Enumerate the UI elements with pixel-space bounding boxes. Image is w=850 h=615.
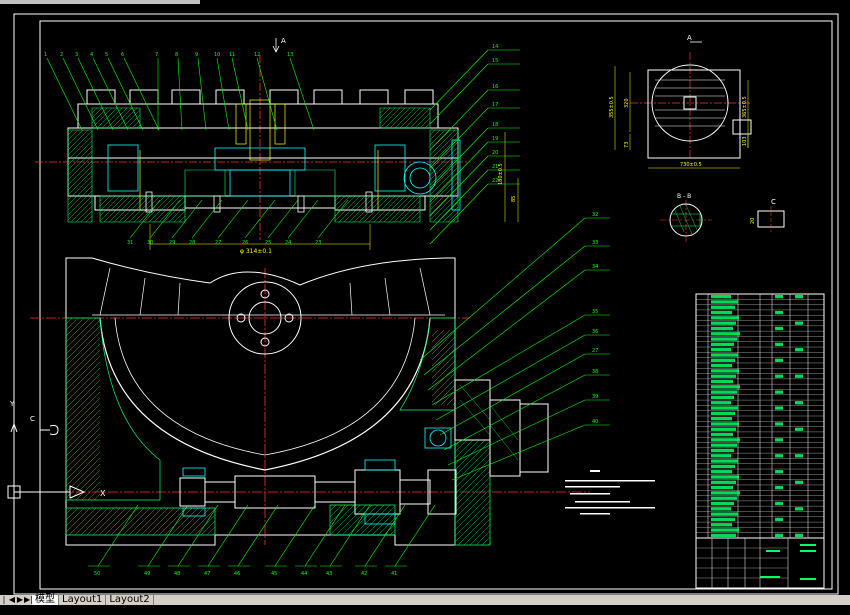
part-number-label: 29: [169, 240, 175, 246]
part-number-label: 39: [592, 394, 598, 400]
part-number-label: 50: [94, 571, 100, 577]
arrow-x-label: X: [100, 489, 106, 498]
last-tab-button[interactable]: ▶|: [24, 595, 33, 604]
part-number-label: 20: [492, 150, 498, 156]
axis-y-label: Y: [9, 400, 15, 408]
aux-dim-horz: 730±0.5: [680, 162, 702, 168]
top-section-view: [35, 38, 519, 250]
part-number-label: 31: [127, 240, 133, 246]
section-marker-aux: A: [687, 34, 692, 42]
part-number-label: 9: [195, 52, 198, 58]
part-number-label: 3: [75, 52, 78, 58]
aux-dim-3: 73: [624, 142, 630, 148]
section-marker-c: C: [771, 198, 776, 206]
part-number-label: 46: [234, 571, 240, 577]
part-number-label: 49: [144, 571, 150, 577]
drawing-frame-inner: [39, 20, 833, 590]
part-number-label: 33: [592, 240, 598, 246]
part-number-label: 35: [592, 309, 598, 315]
part-number-label: 13: [287, 52, 293, 58]
dimension-right-2: 85: [511, 196, 517, 202]
aux-view-a: [614, 41, 752, 169]
tab-layout1[interactable]: Layout1: [59, 595, 107, 605]
part-number-label: 36: [592, 329, 598, 335]
part-number-label: 4: [90, 52, 93, 58]
part-number-label: 42: [361, 571, 367, 577]
title-block: [695, 293, 825, 589]
part-number-label: 1: [44, 52, 47, 58]
part-number-label: 41: [391, 571, 397, 577]
part-number-label: 10: [214, 52, 220, 58]
part-leaders-bottom: 32 33 34 35 36 27 38 39 40 50 49 48 47 46 45 44 43 42 41: [88, 212, 610, 577]
bottom-main-view: [7, 257, 590, 546]
part-number-label: 34: [592, 264, 598, 270]
part-number-label: 25: [265, 240, 271, 246]
part-number-label: 27: [592, 348, 598, 354]
part-number-label: 5: [105, 52, 108, 58]
aux-dim-1: 355±0.5: [609, 96, 615, 118]
part-number-label: 28: [189, 240, 195, 246]
part-number-label: 8: [175, 52, 178, 58]
part-number-label: 23: [315, 240, 321, 246]
section-bb-view: [660, 200, 712, 242]
part-number-label: 22: [492, 178, 498, 184]
part-number-label: 18: [492, 122, 498, 128]
part-number-label: 38: [592, 369, 598, 375]
drawing-frame-outer: [13, 13, 839, 595]
part-number-label: 14: [492, 44, 498, 50]
aux-dim-5: 103: [742, 136, 748, 146]
part-number-label: 30: [147, 240, 153, 246]
part-number-label: 40: [592, 419, 598, 425]
part-number-label: 47: [204, 571, 210, 577]
first-tab-button[interactable]: |◀: [0, 595, 8, 614]
section-marker-a: A: [281, 37, 286, 45]
section-marker-bb: B - B: [677, 193, 691, 200]
part-number-label: 12: [254, 52, 260, 58]
tech-notes: [565, 470, 655, 515]
part-number-label: 6: [121, 52, 124, 58]
part-number-label: 26: [242, 240, 248, 246]
aux-dim-2: 320: [624, 98, 630, 108]
prev-tab-button[interactable]: ◀: [8, 595, 16, 604]
tab-layout2[interactable]: Layout2: [106, 595, 154, 605]
part-number-label: 2: [60, 52, 63, 58]
part-number-label: 32: [592, 212, 598, 218]
part-number-label: 17: [492, 102, 498, 108]
detail-c-view: [757, 206, 785, 232]
part-number-label: 27: [215, 240, 221, 246]
part-number-label: 21: [492, 164, 498, 170]
part-number-label: 11: [229, 52, 235, 58]
part-number-label: 19: [492, 136, 498, 142]
dimension-main: φ 314±0.1: [240, 248, 272, 255]
part-number-label: 7: [155, 52, 158, 58]
part-number-label: 15: [492, 58, 498, 64]
next-tab-button[interactable]: ▶: [16, 595, 24, 604]
toolbar-strip: [0, 0, 200, 4]
part-number-label: 44: [301, 571, 307, 577]
detail-c-dim: 20: [750, 218, 756, 224]
tab-model[interactable]: 模型: [32, 595, 59, 605]
part-number-label: 43: [326, 571, 332, 577]
dimension-right: 180±0.5: [498, 163, 504, 185]
part-number-label: 24: [285, 240, 291, 246]
part-number-label: 45: [271, 571, 277, 577]
part-number-label: 48: [174, 571, 180, 577]
layout-tab-bar: |◀ ◀ ▶ ▶| 模型 Layout1 Layout2: [0, 595, 850, 614]
section-marker-c-left: C: [30, 415, 35, 423]
aux-dim-4: 365±0.5: [742, 96, 748, 118]
part-number-label: 16: [492, 84, 498, 90]
